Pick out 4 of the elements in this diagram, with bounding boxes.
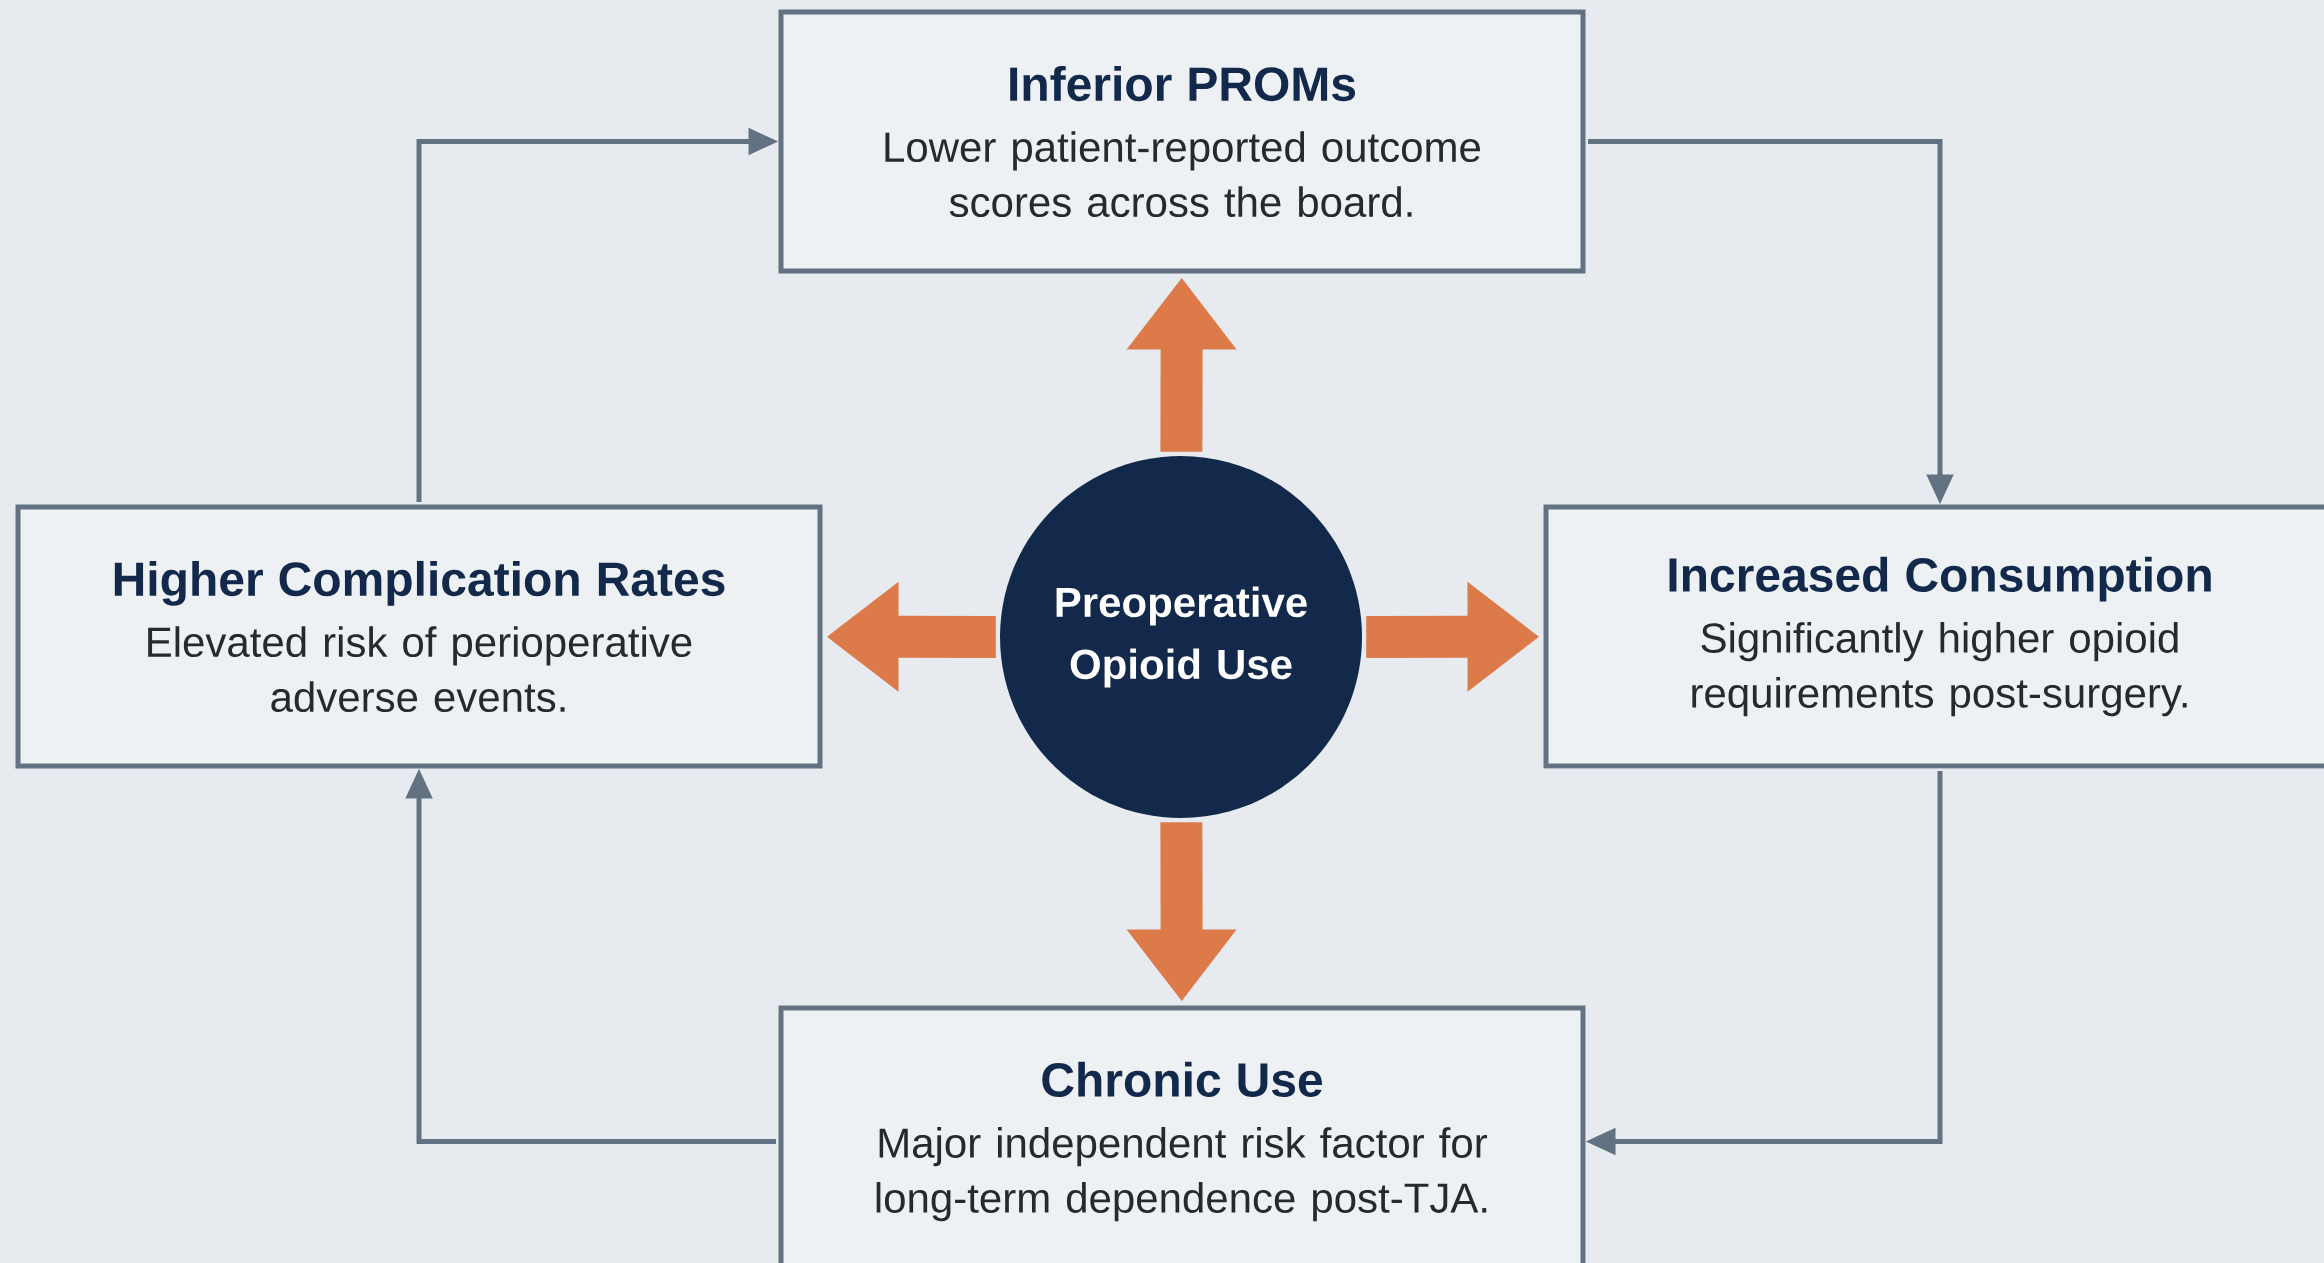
text-box: Chronic Use Major independent risk factor for long-term dependence post-TJA. [778,1005,1586,1263]
text-box: Inferior PROMs Lower patient-reported outcome scores across the board. [778,9,1586,274]
text-box: Higher Complication Rates Elevated risk of perioperative adverse events. [15,504,823,769]
text-box: Increased Consumption Significantly higher opioid requirements post-surgery. [1543,504,2324,769]
